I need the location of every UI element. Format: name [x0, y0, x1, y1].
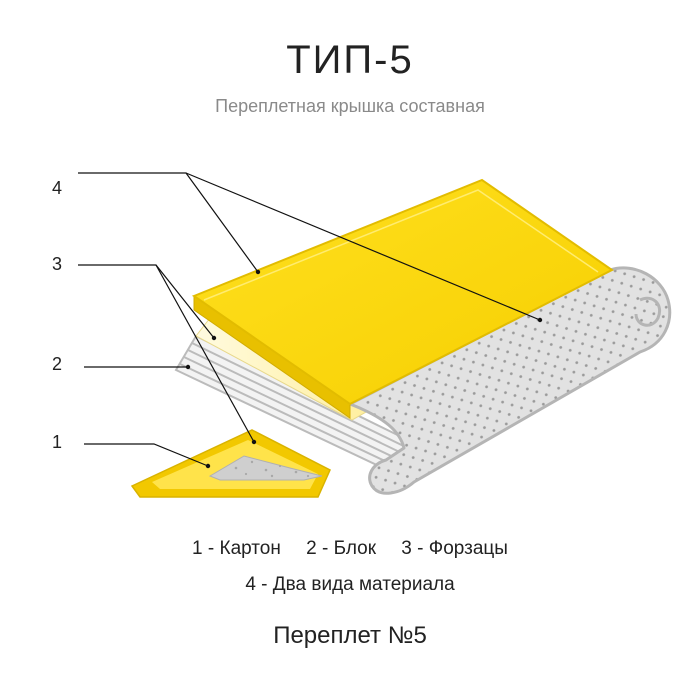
callout-line-1: [84, 443, 209, 467]
legend-item-materials: 4 - Два вида материала: [245, 574, 455, 595]
legend-row-1: 1 - Картон 2 - Блок 3 - Форзацы: [0, 538, 700, 560]
callout-dot: [185, 364, 191, 370]
callout-line-3b: [155, 264, 255, 443]
legend-item-cardboard: 1 - Картон: [192, 538, 281, 559]
upper-cover-board: [191, 178, 614, 406]
callout-line-4b: [185, 172, 541, 321]
callout-number-2: 2: [52, 354, 62, 374]
callout-lines: [78, 172, 541, 467]
cardboard-texture: [208, 455, 323, 481]
callout-number-4: 4: [52, 178, 62, 198]
page-title: ТИП-5: [286, 38, 414, 82]
legend-item-block: 2 - Блок: [306, 538, 377, 559]
legend-row-2: 4 - Два вида материала: [0, 574, 700, 596]
callout-number-3: 3: [52, 254, 62, 274]
legend-item-endpapers: 3 - Форзацы: [401, 538, 508, 559]
spine-material: [348, 266, 672, 495]
callout-dot: [255, 269, 261, 275]
callout-dot: [537, 317, 543, 323]
callout-line-4: [78, 172, 259, 273]
binding-caption: Переплет №5: [273, 622, 427, 649]
callout-number-1: 1: [52, 432, 62, 452]
callout-dots: [185, 269, 543, 469]
upper-cover-inner-edge: [203, 189, 599, 301]
callout-dot: [205, 463, 211, 469]
callout-dot: [211, 335, 217, 341]
callout-dot: [251, 439, 257, 445]
page-subtitle: Переплетная крышка составная: [215, 96, 485, 116]
cardboard-speckles: [234, 460, 310, 478]
spine-curl: [634, 296, 661, 327]
page-lines: [179, 342, 417, 471]
